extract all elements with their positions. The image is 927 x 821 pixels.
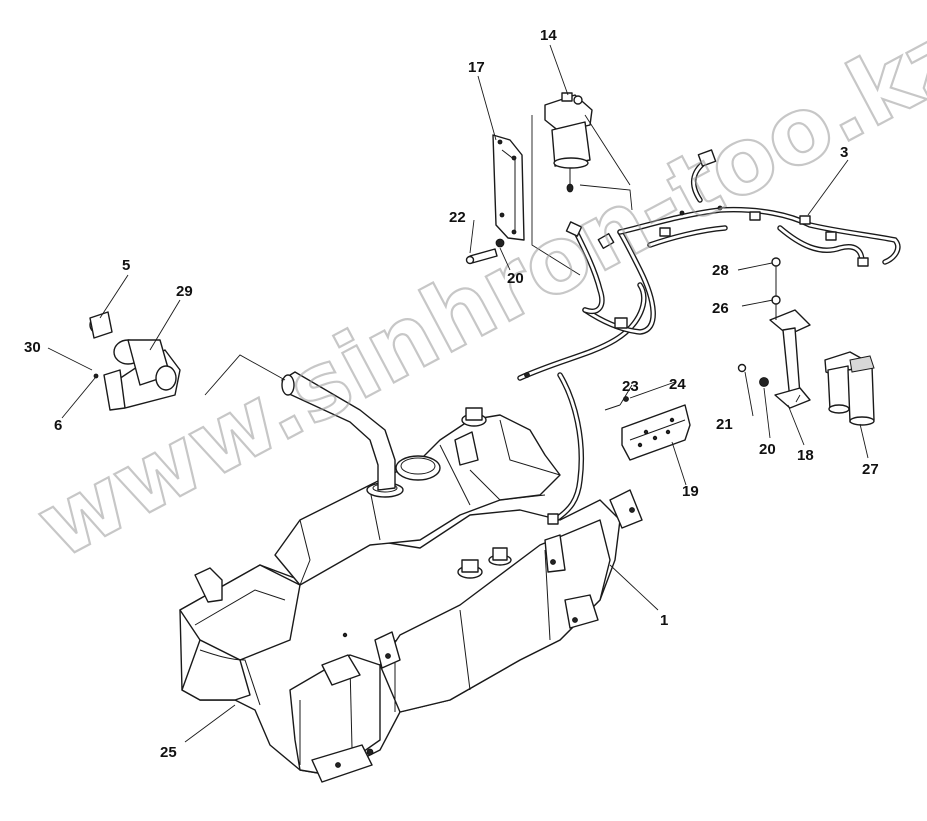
fuel-filters-28 xyxy=(824,351,875,426)
callout-20-lower: 20 xyxy=(759,441,776,458)
callout-23: 23 xyxy=(622,378,639,395)
callout-18: 18 xyxy=(797,447,814,464)
callout-17: 17 xyxy=(468,59,485,76)
callout-28: 27 xyxy=(862,461,879,478)
mounting-bracket-17 xyxy=(465,134,525,265)
callout-3: 3 xyxy=(840,144,848,161)
filler-neck-assembly xyxy=(89,311,181,411)
callout-29: 29 xyxy=(176,283,193,300)
callout-27: 28 xyxy=(712,262,729,279)
callout-14: 14 xyxy=(540,27,557,44)
shield-plate-19 xyxy=(604,396,691,461)
callout-30: 30 xyxy=(24,339,41,356)
filler-hose xyxy=(204,354,396,491)
callout-1: 1 xyxy=(660,612,668,629)
callout-6: 6 xyxy=(54,417,62,434)
fuel-lines-and-harness xyxy=(517,149,901,525)
callout-19: 19 xyxy=(682,483,699,500)
fuel-tank xyxy=(179,407,643,783)
fuel-filter-14 xyxy=(531,92,633,276)
callout-22: 22 xyxy=(449,209,466,226)
callout-26: 26 xyxy=(712,300,729,317)
callout-25: 25 xyxy=(160,744,177,761)
filter-bracket-18 xyxy=(737,257,811,409)
callout-5: 5 xyxy=(122,257,130,274)
callout-labels: 14 17 3 22 20 5 29 30 6 28 26 23 24 21 2… xyxy=(24,27,879,761)
callout-24: 24 xyxy=(669,376,686,393)
callout-20-upper: 20 xyxy=(507,270,524,287)
callout-21: 21 xyxy=(716,416,733,433)
leader-lines xyxy=(47,44,869,743)
